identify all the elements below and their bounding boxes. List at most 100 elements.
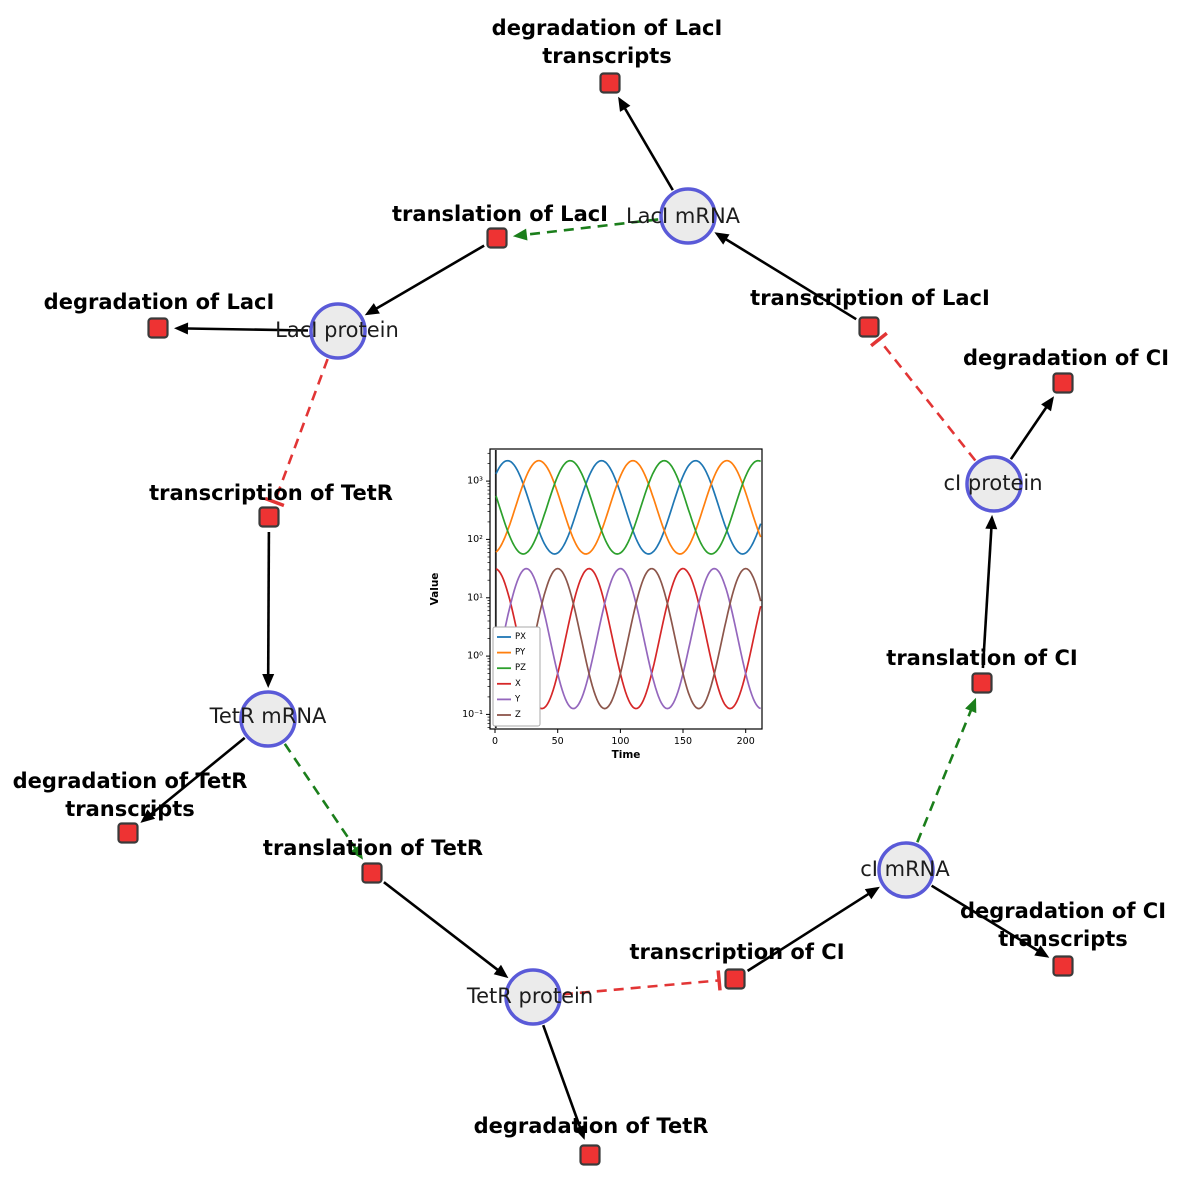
edges-layer xyxy=(140,96,1054,1140)
x-tick-label: 150 xyxy=(674,736,692,747)
arrowhead-icon xyxy=(965,697,977,714)
reaction-square[interactable] xyxy=(579,1144,601,1166)
x-axis-label: Time xyxy=(612,749,641,761)
species-circle[interactable] xyxy=(504,968,562,1026)
y-tick-label: 10⁰ xyxy=(467,651,483,662)
reaction-node-deg-ci-tx[interactable] xyxy=(1052,955,1074,977)
edge-product-txn-ci-to-ci-mrna xyxy=(746,892,870,972)
species-circle[interactable] xyxy=(659,187,717,245)
species-circle[interactable] xyxy=(239,690,297,748)
x-tick-label: 200 xyxy=(737,736,755,747)
reaction-node-deg-tetr[interactable] xyxy=(579,1144,601,1166)
species-node-laci-mrna[interactable] xyxy=(659,187,717,245)
y-tick-label: 10⁻¹ xyxy=(462,709,483,720)
series-line-PY xyxy=(495,459,762,555)
arrowhead-icon xyxy=(574,1124,586,1140)
reaction-square[interactable] xyxy=(971,672,993,694)
y-tick-label: 10² xyxy=(467,534,483,545)
reaction-square[interactable] xyxy=(361,862,383,884)
reaction-square[interactable] xyxy=(258,506,280,528)
edge-reactant-laci-mrna-to-deg-laci-tx xyxy=(623,107,674,191)
edge-reactant-laci-protein-to-deg-laci xyxy=(186,327,309,332)
species-node-ci-protein[interactable] xyxy=(965,455,1023,513)
reaction-label-txn-tetr: transcription of TetR xyxy=(149,481,393,505)
arrowhead-icon xyxy=(512,228,528,241)
arrowhead-icon xyxy=(714,232,730,245)
reaction-node-transl-laci[interactable] xyxy=(486,227,508,249)
arrowhead-icon xyxy=(618,96,631,112)
edge-modifier-laci-mrna-to-transl-laci xyxy=(525,218,659,236)
edge-reactant-tetr-protein-to-deg-tetr xyxy=(541,1024,582,1129)
arrowhead-icon xyxy=(140,809,156,823)
reaction-square[interactable] xyxy=(117,822,139,844)
reaction-node-deg-laci-tx[interactable] xyxy=(599,72,621,94)
species-circle[interactable] xyxy=(877,841,935,899)
series-line-Y xyxy=(495,567,762,710)
reaction-node-transl-ci[interactable] xyxy=(971,672,993,694)
species-circle[interactable] xyxy=(309,302,367,360)
edge-modifier-tetr-mrna-to-transl-tetr xyxy=(283,743,357,850)
reaction-label-deg-tetr: degradation of TetR xyxy=(474,1114,709,1138)
reaction-node-deg-tetr-tx[interactable] xyxy=(117,822,139,844)
reaction-label-deg-laci-tx: degradation of LacI xyxy=(492,16,723,40)
species-circle[interactable] xyxy=(965,455,1023,513)
arrowhead-icon xyxy=(350,844,363,860)
edge-product-txn-laci-to-laci-mrna xyxy=(724,237,857,321)
edge-inhibitor-ci-protein-to-txn-laci xyxy=(877,338,977,462)
y-tick-label: 10¹ xyxy=(467,592,483,603)
series-line-PX xyxy=(495,459,762,555)
species-label-tetr-mrna: TetR mRNA xyxy=(209,704,327,728)
y-axis-label: Value xyxy=(429,573,441,606)
species-node-tetr-mrna[interactable] xyxy=(239,690,297,748)
arrowhead-icon xyxy=(364,303,380,316)
reaction-label-deg-ci-tx-line2: transcripts xyxy=(998,927,1128,951)
arrowhead-icon xyxy=(1041,396,1054,412)
arrowhead-icon xyxy=(864,886,880,900)
reaction-label-deg-ci: degradation of CI xyxy=(963,346,1169,370)
reaction-label-transl-laci: translation of LacI xyxy=(392,202,608,226)
arrowhead-icon xyxy=(174,322,189,335)
species-label-ci-protein: cI protein xyxy=(943,471,1042,495)
reaction-node-txn-laci[interactable] xyxy=(858,316,880,338)
reaction-label-txn-ci: transcription of CI xyxy=(629,940,844,964)
legend-label-Y: Y xyxy=(514,694,521,704)
reaction-square[interactable] xyxy=(1052,955,1074,977)
reaction-node-deg-laci[interactable] xyxy=(147,317,169,339)
edge-modifier-ci-mrna-to-transl-ci xyxy=(916,709,973,843)
reaction-square[interactable] xyxy=(724,968,746,990)
x-tick-label: 100 xyxy=(611,736,629,747)
series-line-PZ xyxy=(495,459,761,555)
species-label-laci-protein: LacI protein xyxy=(275,318,399,342)
edge-reactant-ci-mrna-to-deg-ci-tx xyxy=(930,884,1039,953)
edge-reactant-ci-protein-to-deg-ci xyxy=(1009,406,1048,460)
reaction-square[interactable] xyxy=(147,317,169,339)
species-node-tetr-protein[interactable] xyxy=(504,968,562,1026)
edge-inhibitor-tetr-protein-to-txn-ci xyxy=(562,979,720,996)
species-label-ci-mrna: cI mRNA xyxy=(860,857,950,881)
reaction-node-transl-tetr[interactable] xyxy=(361,862,383,884)
edge-reactant-tetr-mrna-to-deg-tetr-tx xyxy=(149,736,246,816)
reaction-square[interactable] xyxy=(599,72,621,94)
legend-label-Z: Z xyxy=(515,710,521,720)
chart-frame xyxy=(489,448,763,730)
legend-label-X: X xyxy=(515,679,521,689)
x-tick-label: 50 xyxy=(552,736,564,747)
legend-label-PX: PX xyxy=(515,632,526,642)
reaction-node-deg-ci[interactable] xyxy=(1052,372,1074,394)
species-label-tetr-protein: TetR protein xyxy=(466,984,593,1008)
reaction-square[interactable] xyxy=(486,227,508,249)
inhibition-bar-icon xyxy=(264,496,285,508)
reaction-label-txn-laci: transcription of LacI xyxy=(750,286,990,310)
arrowhead-icon xyxy=(262,674,275,688)
reaction-square[interactable] xyxy=(1052,372,1074,394)
reaction-node-txn-ci[interactable] xyxy=(724,968,746,990)
legend-label-PZ: PZ xyxy=(515,663,526,673)
species-node-laci-protein[interactable] xyxy=(309,302,367,360)
species-node-ci-mrna[interactable] xyxy=(877,841,935,899)
inhibition-bar-icon xyxy=(870,331,888,348)
reaction-label-deg-laci: degradation of LacI xyxy=(44,290,275,314)
edge-product-transl-ci-to-ci-protein xyxy=(981,527,993,669)
reaction-node-txn-tetr[interactable] xyxy=(258,506,280,528)
reaction-square[interactable] xyxy=(858,316,880,338)
